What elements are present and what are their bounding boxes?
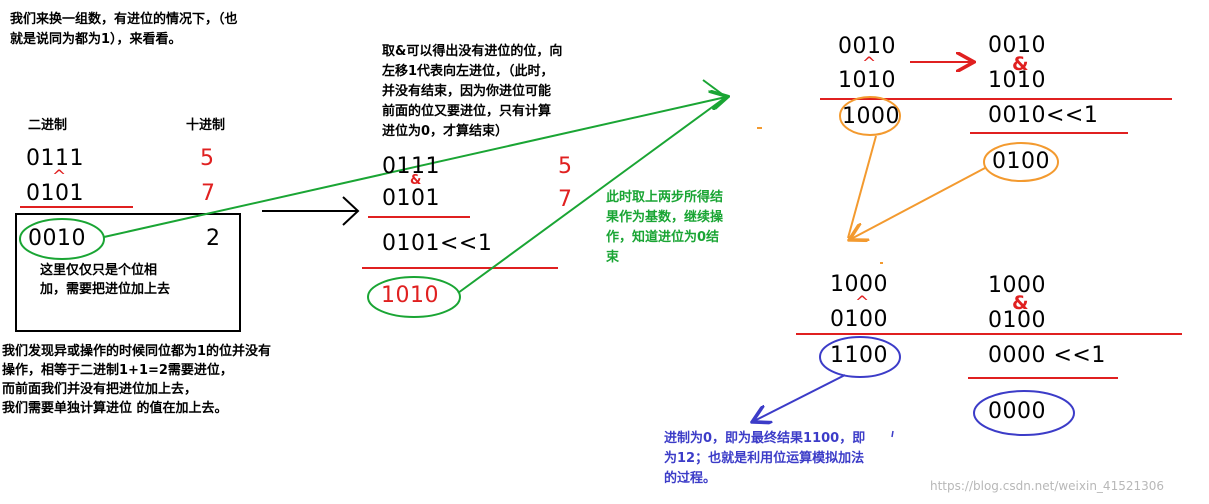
step4-xor-operand-b: 0100 bbox=[830, 307, 888, 332]
step3-and-sign: & bbox=[1012, 53, 1030, 75]
step2-and-sign: & bbox=[410, 173, 422, 188]
step4-shift-expression: 0000 <<1 bbox=[988, 343, 1106, 368]
blue-note-line-3: 的过程。 bbox=[664, 471, 717, 486]
step4-xor-caret: ^ bbox=[855, 293, 870, 313]
step2-shift-expression: 0101<<1 bbox=[382, 231, 493, 256]
decimal-column-header: 十进制 bbox=[186, 118, 226, 133]
intro-note-line-1: 我们来换一组数，有进位的情况下，（也 bbox=[10, 12, 238, 27]
watermark: https://blog.csdn.net/weixin_41521306 bbox=[930, 479, 1165, 493]
blue-note-line-1: 进制为0，即为最终结果1100，即 bbox=[664, 431, 866, 446]
step1-operand-a: 0111 bbox=[26, 146, 84, 171]
bottom-note-line-4: 我们需要单独计算进位 的值在加上去。 bbox=[2, 401, 228, 416]
step2-decimal-a: 5 bbox=[558, 154, 573, 179]
step2-operand-a: 0111 bbox=[382, 154, 440, 179]
step4-and-result-circle bbox=[973, 390, 1075, 436]
step1-box bbox=[15, 213, 241, 332]
green-arrow-extra bbox=[702, 79, 727, 98]
blue-note-line-2: 为12；也就是利用位运算模拟加法 bbox=[664, 451, 865, 466]
green-arrow-1 bbox=[103, 97, 726, 238]
step3-xor-caret: ^ bbox=[862, 54, 877, 74]
and-note-line-3: 并没有结束，因为你进位可能 bbox=[382, 84, 552, 99]
step4-xor-result-circle bbox=[819, 336, 901, 378]
step3-shift-expression: 0010<<1 bbox=[988, 103, 1099, 128]
box-note-line-1: 这里仅仅只是个位相 bbox=[40, 263, 158, 278]
step4-xor-result: 1100 bbox=[830, 343, 888, 368]
step3-xor-result-circle bbox=[839, 96, 901, 136]
orange-arrow-2 bbox=[851, 167, 986, 239]
step4-xor-operand-a: 1000 bbox=[830, 272, 888, 297]
step1-xor-result: 0010 bbox=[28, 226, 86, 251]
step1-operand-b: 0101 bbox=[26, 181, 84, 206]
green-note-line-1: 此时取上两步所得结 bbox=[606, 190, 724, 205]
step2-operand-b: 0101 bbox=[382, 186, 440, 211]
intro-note-line-2: 就是说同为都为1），来看看。 bbox=[10, 32, 182, 47]
blue-tick bbox=[891, 430, 894, 438]
binary-column-header: 二进制 bbox=[28, 118, 68, 133]
step3-xor-result: 1000 bbox=[842, 104, 900, 129]
orange-arrow-1 bbox=[847, 135, 877, 239]
green-note-line-3: 作，知道进位为0结 bbox=[606, 230, 720, 245]
step1-result-circle bbox=[19, 218, 105, 260]
green-note-line-4: 束 bbox=[606, 250, 620, 265]
step1-decimal-result: 2 bbox=[206, 226, 221, 251]
step4-carry-result: 0000 bbox=[988, 399, 1046, 424]
box-note-line-2: 加，需要把进位加上去 bbox=[40, 282, 171, 297]
bottom-note-line-1: 我们发现异或操作的时候同位都为1的位并没有 bbox=[2, 344, 272, 359]
step2-decimal-b: 7 bbox=[558, 187, 573, 212]
and-note-line-5: 进位为0，才算结束） bbox=[382, 124, 509, 139]
step3-xor-operand-a: 0010 bbox=[838, 34, 896, 59]
bottom-note-line-3: 而前面我们并没有把进位加上去， bbox=[2, 382, 198, 397]
step2-result-circle bbox=[367, 276, 461, 318]
step1-xor-caret: ^ bbox=[52, 167, 67, 187]
step1-decimal-b: 7 bbox=[201, 181, 216, 206]
step3-and-result-circle bbox=[983, 142, 1059, 182]
and-note-line-1: 取&可以得出没有进位的位，向 bbox=[382, 44, 563, 59]
blue-arrow bbox=[754, 374, 846, 421]
green-note-line-2: 果作为基数，继续操 bbox=[606, 210, 724, 225]
step1-decimal-a: 5 bbox=[200, 146, 215, 171]
black-arrow-head bbox=[342, 196, 360, 226]
step4-and-operand-b: 0100 bbox=[988, 308, 1046, 333]
green-arrow-2 bbox=[457, 96, 727, 294]
step2-carry-result: 1010 bbox=[381, 283, 439, 308]
step3-xor-operand-b: 1010 bbox=[838, 68, 896, 93]
and-note-line-4: 前面的位又要进位，只有计算 bbox=[382, 104, 552, 119]
bottom-note-line-2: 操作，相等于二进制1+1=2需要进位， bbox=[2, 363, 233, 378]
step4-and-operand-a: 1000 bbox=[988, 273, 1046, 298]
and-note-line-2: 左移1代表向左进位，（此时， bbox=[382, 64, 554, 79]
step3-and-operand-a: 0010 bbox=[988, 33, 1046, 58]
step4-and-sign: & bbox=[1012, 292, 1030, 314]
step3-carry-result: 0100 bbox=[992, 149, 1050, 174]
step3-and-operand-b: 1010 bbox=[988, 68, 1046, 93]
